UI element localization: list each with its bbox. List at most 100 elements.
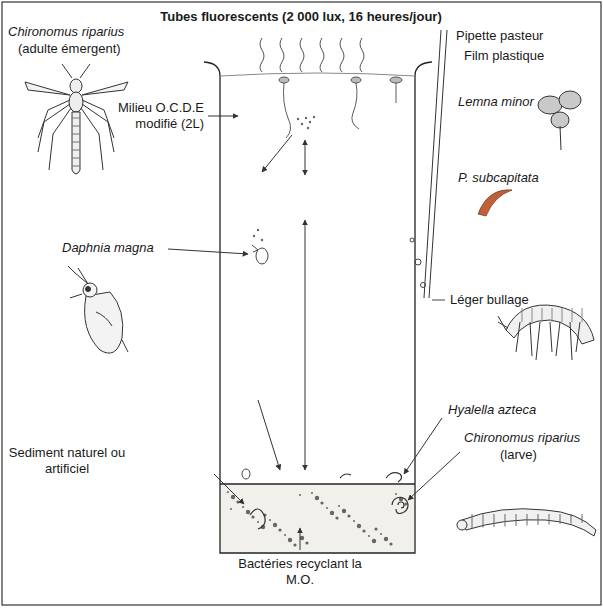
adult-midge-part-part [72,150,80,151]
annotation-label: (adulte émergent) [18,41,121,57]
sediment-particles-part [293,543,296,546]
leader-arrows [168,116,460,504]
light-rays-part [300,38,304,72]
air-bubbles-part [432,300,445,301]
air-bubbles-part [415,259,421,265]
daphnia-drawing-part-part [96,312,112,326]
sediment-particles-part [380,533,382,535]
daphnia-drawing-part-part [68,266,88,298]
flow-arrows-part [300,528,301,550]
leader-arrows-part [214,474,244,504]
amphipod-drawing-part-part [536,322,540,360]
sediment-particles-part [384,537,388,541]
larva-drawing-part-part [472,514,473,528]
leader-arrows-part [168,249,248,254]
aquarium-tank-part [220,483,415,484]
sediment-particles-part [395,493,397,495]
larva-drawing-part-part [516,514,517,526]
annotation-label: (larve) [500,447,537,463]
adult-midge-part-part [72,158,80,159]
daphnia-drawing-part-part [122,340,128,352]
adult-midge-part-part [62,64,90,78]
sediment-organisms-part [392,497,408,513]
daphnia-drawing-part [85,292,123,353]
flow-arrows-part [258,400,280,470]
annotation-label: Daphnia magna [62,240,154,256]
adult-midge-part-part [72,126,80,127]
sediment-particles-part [231,495,235,499]
adult-midge [25,64,128,174]
larva-drawing-part-part [483,514,484,528]
annotation-label: Lemna minor [458,94,534,110]
amphipod-drawing-part-part [556,322,560,356]
sediment-particles-part [353,520,355,522]
flow-arrows-part [262,135,292,172]
sediment-particles-part [251,515,254,518]
adult-midge-part-part [72,118,80,119]
pasteur-pipette-part [429,30,447,298]
larva-drawing-part-part [571,514,572,524]
daphnia-in-tank [242,245,268,479]
sediment-organisms-part [386,473,402,482]
annotation-label: Pipette pasteur [456,28,543,44]
light-rays-part [360,38,364,72]
sediment-organisms-part [250,509,265,529]
air-bubbles-part [421,283,426,288]
sediment-layer [221,485,414,552]
lemna-plant-part [538,96,562,114]
sediment-particles-part [246,510,250,514]
algae-cells-part [297,118,299,120]
light-rays-part [260,38,264,72]
leader-arrows-part [404,418,442,474]
algae-cells-part [301,123,303,125]
amphipod-drawing-part [498,316,508,330]
algae-cells-part [253,235,255,237]
annotation-label: Chironomus riparius [8,24,124,40]
sediment-particles-part [368,535,370,537]
lemna-in-tank [279,77,402,138]
air-bubbles [410,238,445,300]
lemna-in-tank-part [352,83,359,129]
sediment-particles-part [311,492,313,494]
annotation-label: P. subcapitata [458,170,539,186]
amphipod-drawing-part-part [582,308,583,322]
sediment-particles-part [242,506,244,508]
larva-drawing-part-part [560,514,561,524]
adult-midge-part-part [72,142,80,143]
lemna-plant-part [560,126,561,150]
sediment-particles-part [230,508,232,510]
larva-drawing-part-part [494,514,495,527]
amphipod-drawing [498,305,594,360]
sediment-particles-part [227,491,229,493]
amphipod-drawing-part-part [570,322,572,360]
amphipod-drawing-part-part [532,308,533,322]
light-rays-part [320,38,324,72]
sediment-particles-part [305,541,308,544]
annotation-label: Chironomus riparius [464,430,580,446]
adult-midge-part-part [38,100,71,170]
sediment-organisms [250,473,408,529]
lemna-plant-part [559,91,581,109]
leader-arrows-part [208,116,238,117]
larva-drawing-part-part [582,514,583,523]
sediment-particles-part [389,542,392,545]
algae-cells-part [309,121,311,123]
amphipod-drawing-part-part [576,322,580,352]
light-rays-part [340,38,344,72]
aquarium-tank-part [220,73,415,76]
amphipod-drawing-part-part [516,322,520,352]
leader-arrows-part [408,452,460,500]
sediment-particles-part [372,539,376,543]
sediment-particles-part [362,529,365,532]
adult-midge-part [69,92,83,112]
sediment-particles-part [357,524,361,528]
amphipod-drawing-part [516,308,582,360]
lemna-plant-part [551,112,569,128]
daphnia-drawing-part [68,266,128,352]
sediment-particles-part [288,538,292,542]
algae-cells-part [313,116,315,118]
annotation-label: Film plastique [464,48,544,64]
sediment-particles-part [315,496,319,500]
